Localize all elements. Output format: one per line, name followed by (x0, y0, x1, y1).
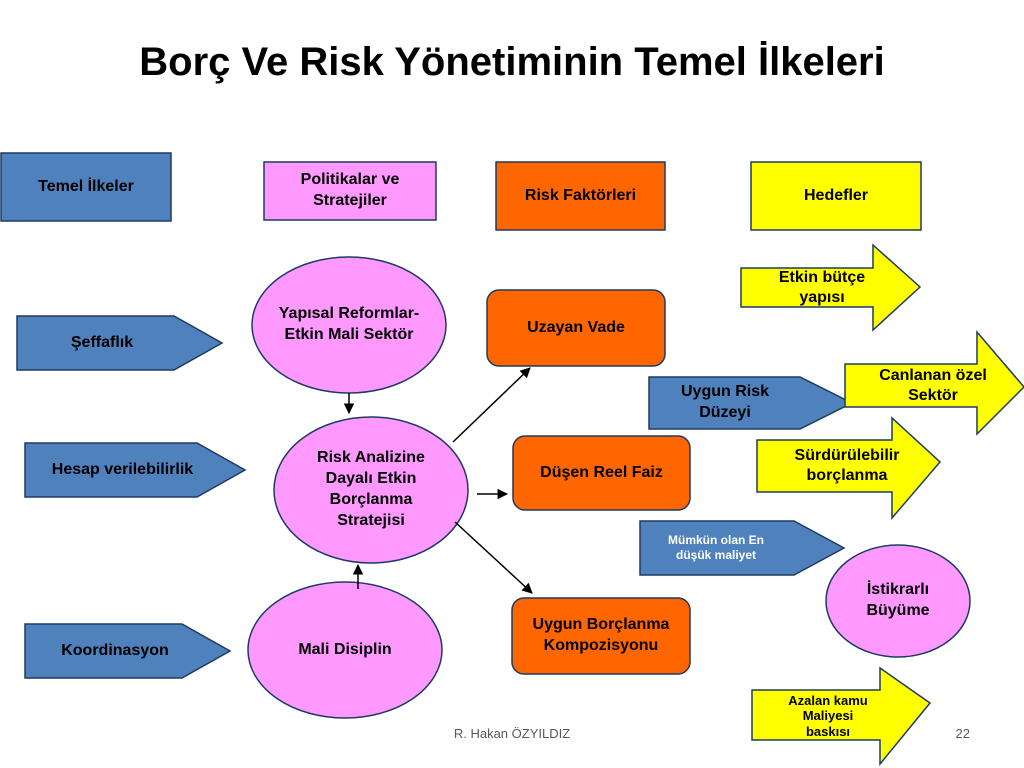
header-politikalar: Politikalar ve Stratejiler (300, 171, 400, 209)
box-dusen-reel-faiz (512, 435, 691, 511)
header-risk-faktorleri: Risk Faktörleri (524, 186, 637, 204)
box-uygun-borclanma (511, 597, 691, 675)
connector-risk-to-uygun (454, 521, 533, 594)
label-mumkun-olan: Mümkün olan En düşük maliyet (668, 533, 764, 562)
arrow-shape-hesap (24, 442, 247, 498)
arrow-shape-azalan (751, 666, 932, 767)
arrow-shape-canlanan (844, 329, 1024, 436)
connector-risk-to-uzayan (452, 367, 531, 443)
footer-page-number: 22 (955, 726, 970, 741)
strategy-risk-analizi: Risk Analizine Dayalı Etkin Borçlanma St… (317, 449, 425, 529)
footer-author: R. Hakan ÖZYILDIZ (453, 726, 571, 741)
ellipse-istikrarli (825, 544, 971, 658)
risk-uygun-borclanma: Uygun Borçlanma Kompozisyonu (532, 616, 670, 654)
principle-koordinasyon: Koordinasyon (61, 641, 169, 659)
box-uzayan-vade (486, 289, 666, 367)
arrow-shape-seffaflik (16, 315, 224, 371)
arrow-shape-koordinasyon (24, 623, 232, 679)
arrow-shape-surdurulebilir (756, 416, 942, 521)
header-box-risk-faktorleri (495, 161, 666, 231)
slide-title: Borç Ve Risk Yönetiminin Temel İlkeleri (139, 40, 885, 84)
label-uygun-risk-duzeyi: Uygun Risk Düzeyi (680, 383, 769, 421)
arrow-shape-etkin-butce (740, 243, 922, 332)
ellipse-risk-analizi (273, 416, 469, 564)
ellipse-mali-disiplin (247, 581, 443, 719)
header-box-politikalar (263, 161, 437, 221)
goal-surdurulebilir: Sürdürülebilir borçlanma (794, 447, 900, 484)
header-temel-ilkeler: Temel İlkeler (38, 177, 134, 195)
arrow-shape-uygun-risk (648, 376, 854, 430)
principle-hesap-verilebilirlik: Hesap verilebilirlik (51, 460, 194, 478)
risk-uzayan-vade: Uzayan Vade (527, 318, 625, 336)
strategy-mali-disiplin: Mali Disiplin (298, 640, 392, 658)
goal-canlanan-ozel-sektor: Canlanan özel Sektör (879, 367, 987, 404)
strategy-yapisal-reformlar: Yapısal Reformlar- Etkin Mali Sektör (278, 305, 420, 343)
header-hedefler: Hedefler (803, 186, 869, 204)
risk-dusen-reel-faiz: Düşen Reel Faiz (540, 463, 663, 481)
header-box-hedefler (750, 161, 922, 231)
principle-seffaflik: Şeffaflık (70, 333, 134, 351)
header-box-temel-ilkeler (0, 152, 172, 222)
goal-azalan-kamu: Azalan kamu Maliyesi baskısı (788, 692, 868, 739)
goal-istikrarli-buyume: İstikrarlı Büyüme (866, 581, 930, 619)
goal-etkin-butce: Etkin bütçe yapısı (778, 268, 866, 306)
arrow-shape-mumkun-olan (639, 520, 846, 576)
